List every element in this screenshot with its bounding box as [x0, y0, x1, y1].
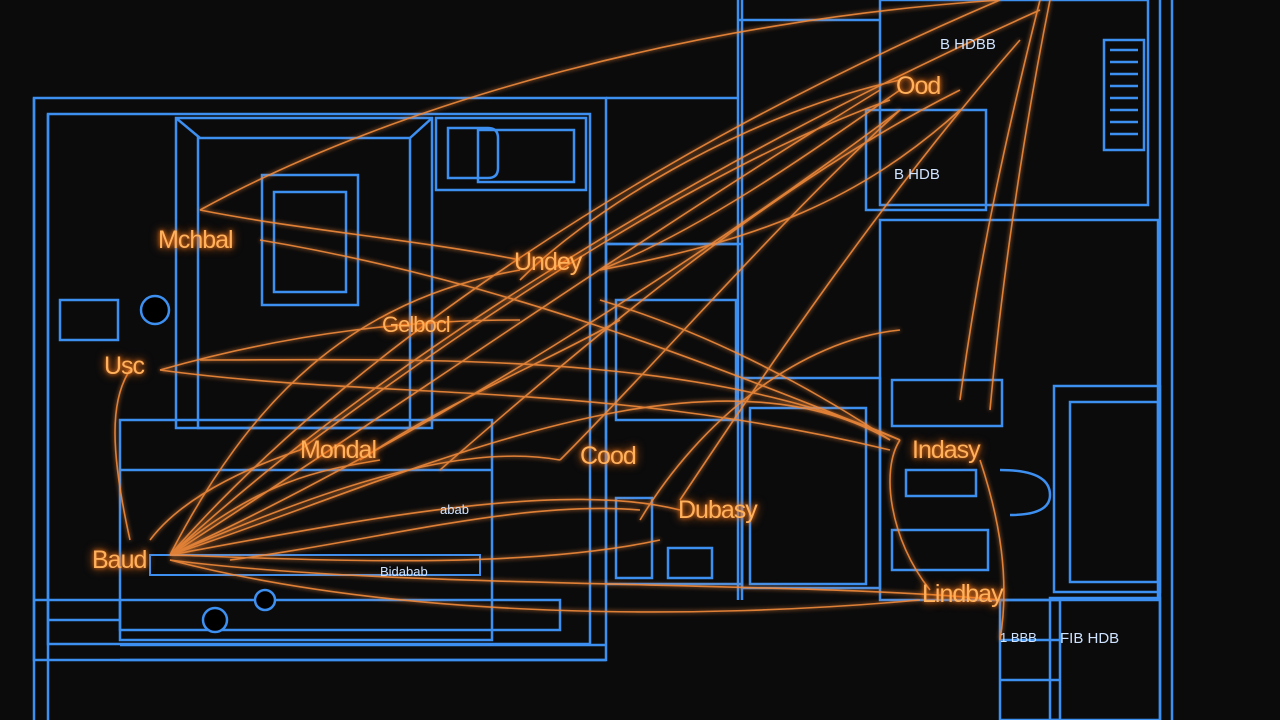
- label-mchbal: Mchbal: [158, 226, 234, 254]
- label-usc: Usc: [104, 352, 145, 380]
- label-dubasy: Dubasy: [678, 496, 758, 524]
- label-indasy: Indasy: [912, 436, 981, 464]
- small-label-top-right-a: B HDBB: [940, 36, 996, 53]
- label-undey-top: Undey: [514, 248, 582, 276]
- small-label-center: abab: [440, 502, 469, 517]
- label-baud: Baud: [92, 546, 147, 574]
- small-label-top-right-b: B HDB: [894, 166, 940, 183]
- label-gelbocl: Gelbocl: [382, 312, 451, 337]
- label-cood: Cood: [580, 442, 637, 470]
- label-ood: Ood: [896, 72, 941, 100]
- small-label-right-mid: FIB HDB: [1060, 630, 1120, 647]
- label-mondal: Mondal: [300, 436, 377, 464]
- small-label-bottom-left: Bidabab: [380, 564, 428, 579]
- label-lindbay: Lindbay: [922, 580, 1004, 608]
- small-label-bottom-right: 1 BBB: [1000, 630, 1037, 645]
